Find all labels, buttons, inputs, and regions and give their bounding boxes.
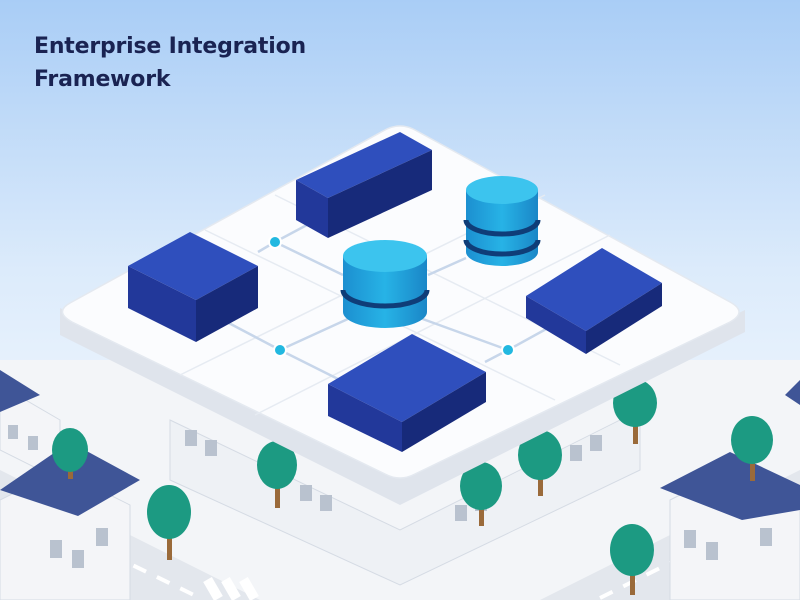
crosswalk: [203, 576, 259, 600]
database-top-right: [463, 176, 541, 266]
module-right: [526, 248, 662, 354]
tree: [147, 485, 191, 560]
tree: [52, 428, 88, 479]
page-title: Enterprise Integration Framework: [34, 30, 394, 96]
tree: [518, 430, 562, 496]
node: [268, 235, 282, 249]
trees: [52, 379, 773, 595]
connectors: [222, 216, 549, 382]
module-left: [128, 232, 258, 342]
database-center: [340, 240, 430, 328]
title-line-2: Framework: [34, 67, 171, 92]
tree: [460, 462, 502, 526]
house-right-front: [660, 452, 800, 600]
module-bottom: [328, 334, 486, 452]
title-line-1: Enterprise Integration: [34, 34, 306, 59]
module-top-center: [296, 132, 432, 238]
tree: [731, 416, 773, 481]
tree: [257, 441, 297, 508]
tree: [610, 524, 654, 595]
node: [501, 343, 515, 357]
node: [273, 343, 287, 357]
connector-nodes: [268, 235, 515, 357]
house-right-back: [785, 380, 800, 470]
